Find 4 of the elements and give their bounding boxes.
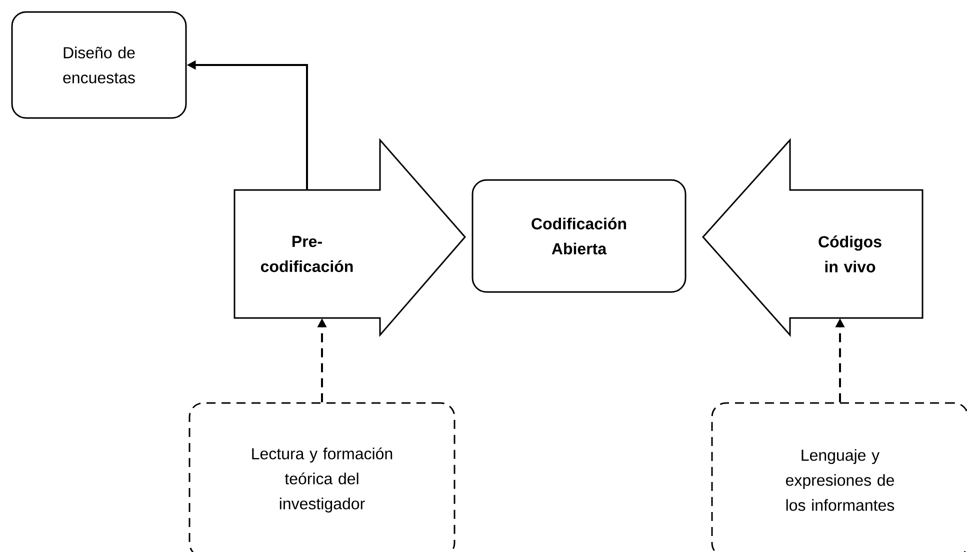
rounded-box: Codificación Abierta: [472, 179, 686, 293]
rounded-box: Diseño de encuestas: [11, 11, 187, 119]
dashed-box: Lectura y formación teórica del investigador: [188, 402, 456, 552]
dashed-box: Lenguaje y expresiones de los informantes: [711, 402, 967, 552]
